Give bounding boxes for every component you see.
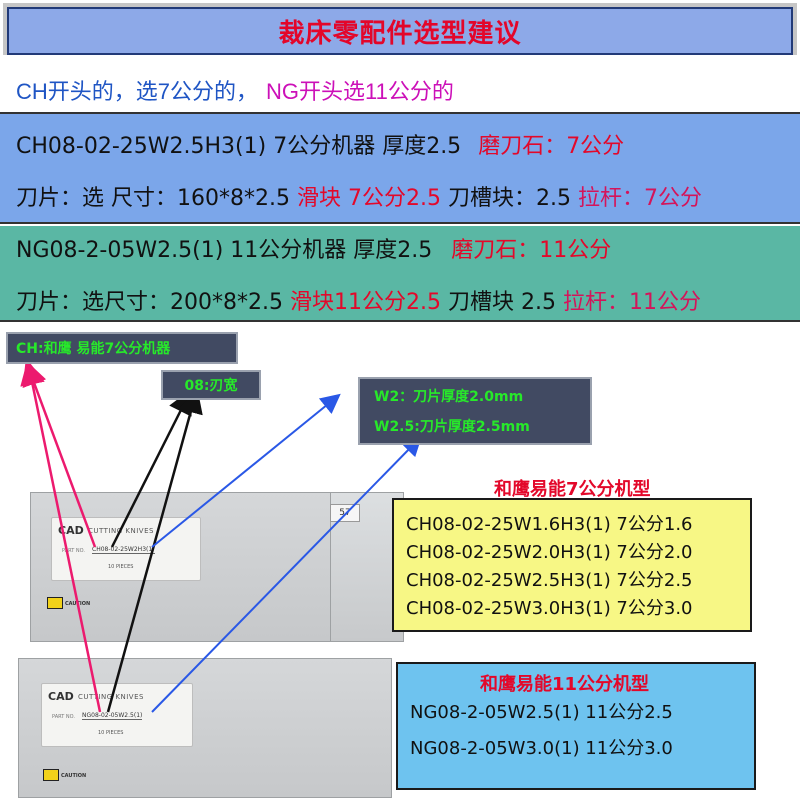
model-row: CH08-02-25W2.5H3(1) 7公分2.5 bbox=[406, 570, 693, 591]
thickness-w2-text: W2：刀片厚度2.0mm bbox=[374, 389, 524, 405]
caution-text: CAUTION bbox=[65, 601, 91, 607]
ch-machine-tag: CH:和鹰 易能7公分机器 bbox=[6, 332, 238, 364]
ch-slider-text: 滑块 7公分2.5 bbox=[296, 186, 441, 211]
model-row: NG08-2-05W2.5(1) 11公分2.5 bbox=[410, 702, 673, 723]
title-frame: 裁床零配件选型建议 bbox=[0, 0, 800, 58]
ch-slot-block-text: 刀槽块：2.5 bbox=[447, 186, 571, 211]
ch-model-text: CH08-02-25W2.5H3(1) 7公分机器 厚度2.5 bbox=[16, 134, 462, 159]
ng-whetstone-text: 磨刀石：11公分 bbox=[451, 238, 612, 263]
selection-rule-row: CH开头的，选7公分的， NG开头选11公分的 bbox=[0, 62, 800, 114]
part-number-ch: CH08-02-25W2H3(1) bbox=[92, 546, 155, 554]
caution-text: CAUTION bbox=[61, 773, 87, 779]
box-label-ch: CAD CUTTING KNIVES PART NO. CH08-02-25W2… bbox=[51, 517, 201, 581]
ng-spec-band: NG08-2-05W2.5(1) 11公分机器 厚度2.5 磨刀石：11公分 刀… bbox=[0, 226, 800, 322]
ng-spec-line-2: 刀片：选尺寸：200*8*2.5 滑块11公分2.5 刀槽块 2.5 拉杆：11… bbox=[16, 284, 701, 316]
ch-pull-rod-text: 拉杆：7公分 bbox=[577, 186, 702, 211]
part-number-ng: NG08-02-05W2.5(1) bbox=[82, 712, 143, 720]
part-no-label: PART NO. bbox=[62, 548, 85, 554]
model-row: CH08-02-25W2.0H3(1) 7公分2.0 bbox=[406, 542, 693, 563]
ng-pull-rod-text: 拉杆：11公分 bbox=[562, 290, 701, 315]
ng-blade-size-text: 刀片：选尺寸：200*8*2.5 bbox=[16, 290, 283, 315]
ch-whetstone-text: 磨刀石：7公分 bbox=[478, 134, 625, 159]
cad-brand-text: CAD bbox=[58, 524, 84, 537]
pieces-count: 10 PIECES bbox=[98, 730, 124, 736]
model-row: CH08-02-25W3.0H3(1) 7公分3.0 bbox=[406, 598, 693, 619]
cutting-knives-text: CUTTING KNIVES bbox=[78, 693, 144, 701]
cad-brand-text: CAD bbox=[48, 690, 74, 703]
model-row: NG08-2-05W3.0(1) 11公分3.0 bbox=[410, 738, 673, 759]
ng-model-text: NG08-2-05W2.5(1) 11公分机器 厚度2.5 bbox=[16, 238, 433, 263]
thickness-w25-text: W2.5:刀片厚度2.5mm bbox=[374, 419, 530, 435]
ch-spec-band: CH08-02-25W2.5H3(1) 7公分机器 厚度2.5 磨刀石：7公分 … bbox=[0, 114, 800, 224]
panel-7cm-models: CH08-02-25W1.6H3(1) 7公分1.6 CH08-02-25W2.… bbox=[392, 498, 752, 632]
knife-box-ch: CAD CUTTING KNIVES PART NO. CH08-02-25W2… bbox=[30, 492, 362, 642]
caution-icon bbox=[47, 597, 63, 609]
ng-spec-line-1: NG08-2-05W2.5(1) 11公分机器 厚度2.5 磨刀石：11公分 bbox=[16, 232, 611, 264]
title-banner: 裁床零配件选型建议 bbox=[7, 7, 793, 55]
cutting-knives-text: CUTTING KNIVES bbox=[88, 527, 154, 535]
thickness-tag: W2：刀片厚度2.0mm W2.5:刀片厚度2.5mm bbox=[358, 377, 592, 445]
ng-slider-text: 滑块11公分2.5 bbox=[289, 290, 441, 315]
ch-blade-size-text: 刀片：选 尺寸：160*8*2.5 bbox=[16, 186, 290, 211]
model-row: CH08-02-25W1.6H3(1) 7公分1.6 bbox=[406, 514, 693, 535]
rule-ng-text: NG开头选11公分的 bbox=[266, 79, 454, 104]
panel-7cm-title: 和鹰易能7公分机型 bbox=[494, 479, 651, 500]
box-number-tag: 57 bbox=[330, 504, 360, 522]
page-title: 裁床零配件选型建议 bbox=[278, 18, 522, 49]
rule-ch-text: CH开头的，选7公分的， bbox=[16, 79, 259, 104]
ch-spec-line-2: 刀片：选 尺寸：160*8*2.5 滑块 7公分2.5 刀槽块：2.5 拉杆：7… bbox=[16, 180, 702, 212]
caution-icon bbox=[43, 769, 59, 781]
blade-width-tag: 08:刃宽 bbox=[161, 370, 261, 400]
panel-11cm-title: 和鹰易能11公分机型 bbox=[480, 674, 650, 695]
panel-11cm-models: 和鹰易能11公分机型 NG08-2-05W2.5(1) 11公分2.5 NG08… bbox=[396, 662, 756, 790]
ng-slot-block-text: 刀槽块 2.5 bbox=[447, 290, 556, 315]
part-no-label: PART NO. bbox=[52, 714, 75, 720]
ch-spec-line-1: CH08-02-25W2.5H3(1) 7公分机器 厚度2.5 磨刀石：7公分 bbox=[16, 128, 624, 160]
box-label-ng: CAD CUTTING KNIVES PART NO. NG08-02-05W2… bbox=[41, 683, 193, 747]
knife-box-ng: CAD CUTTING KNIVES PART NO. NG08-02-05W2… bbox=[18, 658, 392, 798]
pieces-count: 10 PIECES bbox=[108, 564, 134, 570]
